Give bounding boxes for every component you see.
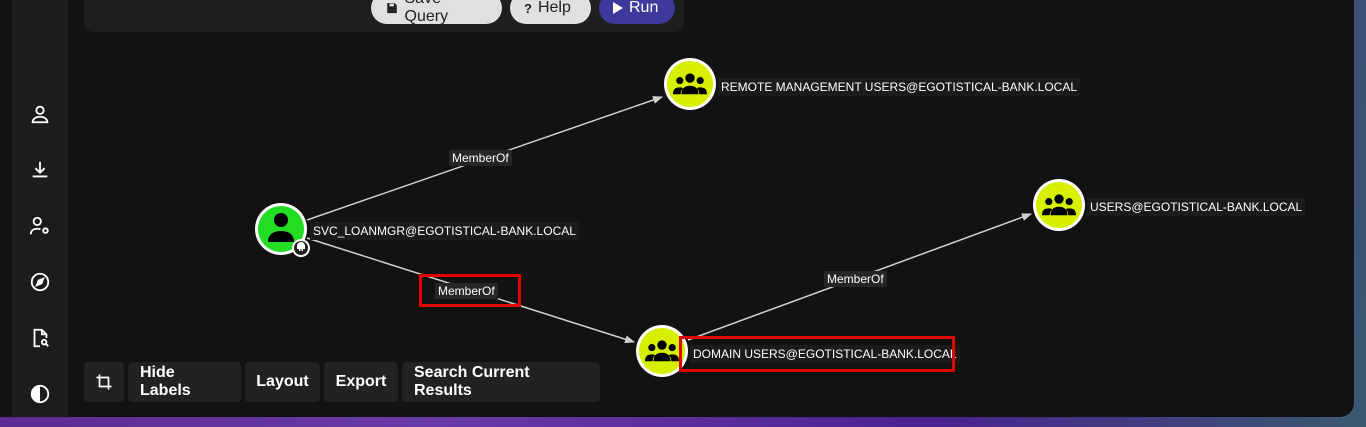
node-label-svc: SVC_LOANMGR@EGOTISTICAL-BANK.LOCAL <box>310 222 579 240</box>
contrast-icon[interactable] <box>26 380 54 408</box>
edge-label-svc-domain: MemberOf <box>435 283 498 299</box>
crop-icon <box>96 374 112 390</box>
sidebar <box>12 0 68 417</box>
hide-labels-button[interactable]: Hide Labels <box>128 362 241 402</box>
save-icon <box>387 2 397 14</box>
compass-icon[interactable] <box>26 268 54 296</box>
run-button[interactable]: Run <box>599 0 675 24</box>
layout-button[interactable]: Layout <box>245 362 320 402</box>
node-label-users: USERS@EGOTISTICAL-BANK.LOCAL <box>1087 198 1306 216</box>
user-icon[interactable] <box>26 100 54 128</box>
node-users[interactable] <box>1033 179 1085 231</box>
app-window: Save Query ? Help Run <box>0 0 1354 417</box>
node-label-domain-users: DOMAIN USERS@EGOTISTICAL-BANK.LOCAL <box>690 345 960 363</box>
help-button[interactable]: ? Help <box>510 0 591 24</box>
download-icon[interactable] <box>26 156 54 184</box>
search-current-results-button[interactable]: Search Current Results <box>402 362 600 402</box>
help-icon: ? <box>524 0 532 16</box>
node-remote-management-users[interactable] <box>664 58 716 110</box>
export-button[interactable]: Export <box>324 362 398 402</box>
play-icon <box>613 2 623 14</box>
edge-label-domain-users: MemberOf <box>824 271 887 287</box>
node-domain-users[interactable] <box>636 325 688 377</box>
edge-label-svc-remote: MemberOf <box>449 150 512 166</box>
node-label-remote: REMOTE MANAGEMENT USERS@EGOTISTICAL-BANK… <box>718 78 1081 96</box>
save-query-label: Save Query <box>404 0 449 25</box>
node-svc-loanmgr[interactable] <box>255 203 310 257</box>
run-label: Run <box>629 0 659 16</box>
crop-button[interactable] <box>84 362 124 402</box>
help-label: Help <box>537 0 571 16</box>
user-settings-icon[interactable] <box>26 212 54 240</box>
save-query-button[interactable]: Save Query <box>371 0 502 25</box>
file-search-icon[interactable] <box>26 324 54 352</box>
